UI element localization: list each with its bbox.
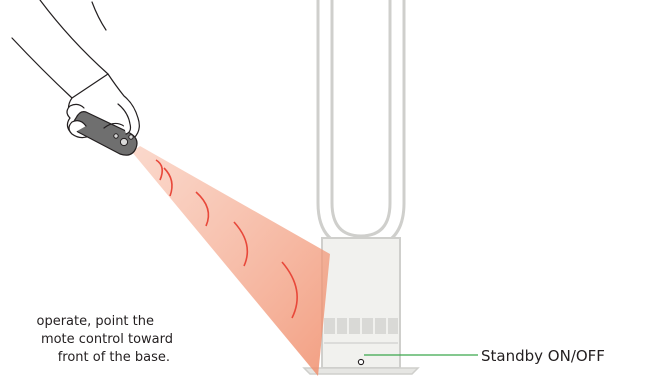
fan-foot: [302, 367, 420, 375]
beam-arc-3: [195, 191, 210, 227]
beam-arc-2: [163, 167, 173, 197]
fan-illustration: [302, 0, 420, 375]
standby-sensor-icon: [357, 358, 365, 366]
standby-callout-label: Standby ON/OFF: [481, 347, 605, 365]
infrared-beam: [132, 146, 330, 376]
fan-loop-inner: [330, 0, 392, 238]
beam-cone: [132, 146, 330, 376]
hand-holding-remote-icon: [11, 0, 140, 156]
beam-arc-1: [155, 159, 164, 181]
beam-arc-4: [233, 221, 249, 267]
instruction-line-3: front of the base.: [57, 350, 170, 365]
fan-grille: [324, 318, 398, 334]
beam-arc-5: [281, 261, 298, 319]
instruction-line-2: mote control toward: [40, 332, 173, 347]
fan-base-column: [321, 237, 401, 369]
instruction-line-1: operate, point the: [36, 314, 155, 329]
